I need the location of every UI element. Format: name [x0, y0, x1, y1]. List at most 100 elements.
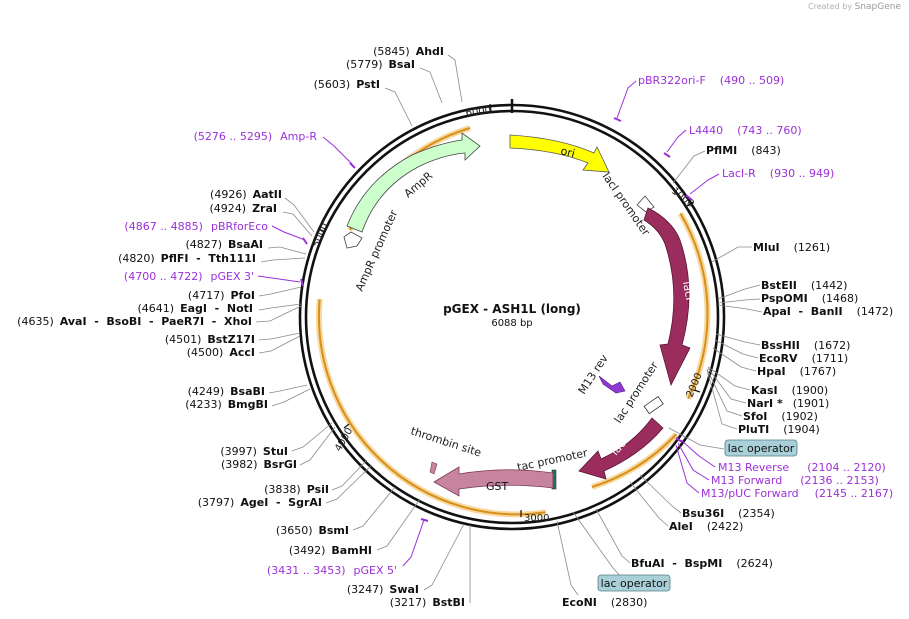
site-bsrgi[interactable]: (3982)BsrGI — [221, 458, 297, 471]
primer-pgex3[interactable]: (4700 .. 4722)pGEX 3' — [124, 270, 254, 283]
feature-laci-label: lacI — [680, 280, 696, 301]
site-aatii[interactable]: (4926)AatII — [210, 188, 282, 201]
leader-kasi — [707, 366, 751, 391]
leader-bsmi — [352, 486, 396, 531]
leader-acci — [258, 335, 301, 354]
site-bmgbi[interactable]: (4233)BmgBI — [185, 398, 268, 411]
site-mlui[interactable]: MluI(1261) — [753, 241, 830, 254]
primer-m13-puc-forward[interactable]: M13/pUC Forward(2145 .. 2167) — [701, 487, 893, 500]
primer-amp-r[interactable]: (5276 .. 5295)Amp-R — [194, 130, 318, 143]
primer-m13-reverse[interactable]: M13 Reverse(2104 .. 2120) — [718, 461, 886, 474]
primer-mark-m13 — [675, 437, 683, 443]
leader-psii — [331, 459, 368, 491]
site-psii[interactable]: (3838)PsiI — [264, 483, 329, 496]
primer-mark-amp-r — [349, 162, 356, 169]
feature-m13-rev[interactable] — [598, 375, 626, 394]
feature-ori-label: ori — [559, 144, 576, 160]
site-bsu36i[interactable]: Bsu36I(2354) — [682, 507, 775, 520]
site-alei[interactable]: AleI(2422) — [669, 520, 743, 533]
left-site-leaders — [255, 54, 471, 603]
site-eagi-noti[interactable]: (4641)EagI - NotI — [138, 302, 253, 315]
leader-bmgbi — [271, 388, 311, 407]
leader-bsshii — [715, 333, 761, 346]
site-bsabi[interactable]: (4249)BsaBI — [188, 385, 265, 398]
feature-laci[interactable] — [643, 207, 691, 387]
site-pflmi[interactable]: PflMI(843) — [706, 144, 781, 157]
primer-leaders — [257, 80, 720, 567]
lac-operator-boxes: lac operator lac operator — [597, 439, 798, 592]
map-center: pGEX - ASH1L (long) 6088 bp — [443, 302, 581, 329]
site-psti[interactable]: (5603)PstI — [314, 78, 380, 91]
site-agei-sgrai[interactable]: (3797)AgeI - SgrAI — [198, 496, 322, 509]
site-bsshii[interactable]: BssHII(1672) — [761, 339, 850, 352]
right-site-leaders — [556, 150, 763, 596]
site-hpai[interactable]: HpaI(1767) — [757, 365, 836, 378]
tick-2000 — [693, 389, 701, 393]
primer-mark-pgex3 — [300, 278, 304, 287]
site-bsteii[interactable]: BstEII(1442) — [761, 279, 847, 292]
site-pluti[interactable]: PluTI(1904) — [738, 423, 820, 436]
feature-ampr-promoter[interactable] — [343, 231, 363, 249]
feature-ori[interactable] — [509, 134, 610, 173]
feature-gst-label: GST — [486, 480, 509, 493]
backbone — [298, 99, 726, 531]
site-zrai[interactable]: (4924)ZraI — [210, 202, 278, 215]
primer-pgex5[interactable]: (3431 .. 3453)pGEX 5' — [267, 564, 397, 577]
site-econi[interactable]: EcoNI(2830) — [562, 596, 647, 609]
plasmid-length: 6088 bp — [491, 318, 532, 329]
feature-thrombin-site[interactable] — [429, 461, 438, 475]
feature-laci-promoter[interactable] — [636, 195, 655, 213]
lac-operator-label-bottom: lac operator — [601, 577, 668, 590]
leader-eagi — [258, 303, 302, 311]
site-bsaai[interactable]: (4827)BsaAI — [185, 238, 263, 251]
site-swai[interactable]: (3247)SwaI — [347, 583, 419, 596]
site-stui[interactable]: (3997)StuI — [220, 445, 288, 458]
site-bfuai-bspmi[interactable]: BfuAI - BspMI(2624) — [631, 557, 773, 570]
leader-m13-puc-forward — [675, 444, 700, 494]
site-bstbi[interactable]: (3217)BstBI — [390, 596, 465, 609]
leader-apai — [717, 304, 763, 313]
site-sfoi[interactable]: SfoI(1902) — [743, 410, 818, 423]
site-ahdi[interactable]: (5845)AhdI — [373, 45, 444, 58]
site-apai-banii[interactable]: ApaI - BanII(1472) — [763, 305, 893, 318]
leader-bsaai — [267, 246, 307, 255]
leader-pfoi — [258, 286, 302, 297]
site-pflfi-tth111i[interactable]: (4820)PflFI - Tth111I — [118, 252, 256, 265]
site-acci[interactable]: (4500)AccI — [187, 346, 255, 359]
lac-operator-box-right[interactable] — [724, 439, 798, 457]
feature-ampr[interactable] — [346, 132, 481, 233]
primer-l4440[interactable]: L4440(743 .. 760) — [689, 124, 802, 137]
site-bstz17i[interactable]: (4501)BstZ17I — [165, 333, 255, 346]
site-bsmi[interactable]: (3650)BsmI — [276, 524, 349, 537]
site-bamhi[interactable]: (3492)BamHI — [289, 544, 372, 557]
site-ecorv[interactable]: EcoRV(1711) — [759, 352, 848, 365]
feature-gst[interactable] — [433, 466, 554, 497]
primer-m13-forward[interactable]: M13 Forward(2136 .. 2153) — [711, 474, 879, 487]
tick-label-5000: 5000 — [311, 221, 331, 249]
feature-lac-promoter[interactable] — [643, 396, 664, 415]
orf-arcs — [316, 125, 711, 518]
site-nari[interactable]: NarI *(1901) — [747, 397, 829, 410]
leader-pflmi — [672, 150, 706, 184]
site-pspomi[interactable]: PspOMI(1468) — [761, 292, 858, 305]
leader-aatii — [284, 197, 315, 233]
lac-operator-box-bottom[interactable] — [597, 574, 671, 592]
leader-lac-operator-bottom — [572, 511, 623, 579]
site-bsai[interactable]: (5779)BsaI — [346, 58, 415, 71]
site-kasi[interactable]: KasI(1900) — [751, 384, 828, 397]
leader-sfoi — [706, 368, 743, 417]
feature-lacz[interactable] — [578, 417, 664, 480]
leader-stui — [291, 422, 333, 452]
leader-mlui — [711, 246, 752, 263]
primer-mark-l4440 — [663, 152, 671, 158]
primer-pbrforeco[interactable]: (4867 .. 4885)pBRforEco — [124, 220, 268, 233]
leader-bsu36i — [639, 474, 682, 514]
site-avai-group[interactable]: (4635)AvaI - BsoBI - PaeR7I - XhoI — [17, 315, 252, 328]
leader-pbrforeco — [271, 225, 306, 241]
primer-laci-r[interactable]: LacI-R(930 .. 949) — [722, 167, 834, 180]
tick-label-6000: 6000 — [465, 105, 491, 119]
site-pfoi[interactable]: (4717)PfoI — [188, 289, 255, 302]
tick-4000 — [343, 423, 350, 429]
primer-pbr322ori-f[interactable]: pBR322ori-F(490 .. 509) — [638, 74, 784, 87]
